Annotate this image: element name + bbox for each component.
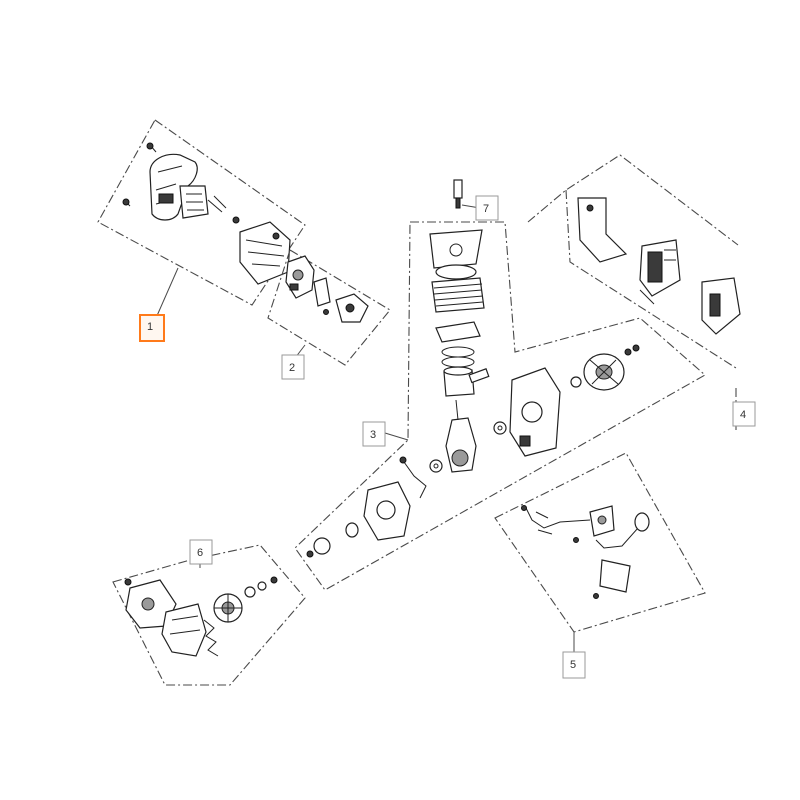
carburetor-part: [285, 255, 315, 299]
callout-box-1: [139, 314, 165, 342]
fuel-line-part: [639, 289, 655, 305]
callout-4[interactable]: 4: [732, 401, 756, 427]
fuel-tank-part: [639, 239, 681, 297]
bolt-part: [323, 309, 329, 315]
flywheel-part: [583, 353, 625, 391]
piston-pin-part: [468, 368, 490, 384]
piston-ring-part: [441, 346, 475, 368]
crankshaft-part: [445, 399, 477, 473]
wire-harness-part: [521, 505, 591, 535]
callout-label-1: 1: [147, 321, 153, 333]
callout-box-2: [281, 354, 305, 380]
callout-box-6: [189, 539, 213, 565]
piston-part: [443, 366, 475, 397]
part-group-4[interactable]: [527, 154, 741, 430]
spring-part: [203, 619, 219, 657]
callout-label-2: 2: [289, 362, 295, 374]
part-group-2[interactable]: [267, 249, 391, 366]
air-filter-cover-part: [149, 153, 198, 221]
crankcase-half-part: [509, 367, 561, 457]
callout-label-6: 6: [197, 547, 203, 559]
seal-part: [306, 522, 359, 558]
part-group-1[interactable]: [97, 119, 306, 319]
screw-part: [573, 537, 579, 543]
cylinder-gasket-part: [435, 321, 481, 343]
ignition-coil-part: [399, 456, 427, 499]
callout-box-7: [475, 195, 499, 221]
clutch-drum-part: [213, 593, 243, 623]
carburetor-gasket-part: [313, 277, 331, 307]
cylinder-cover-part: [429, 229, 483, 269]
callout-label-4: 4: [740, 409, 746, 421]
callout-label-7: 7: [483, 203, 489, 215]
callout-2[interactable]: 2: [281, 354, 305, 380]
washer-part: [244, 576, 278, 598]
callout-1[interactable]: 1: [139, 314, 165, 342]
cover-plate-part: [599, 559, 631, 593]
fuel-cap-part: [701, 277, 741, 335]
callout-label-5: 5: [570, 659, 576, 671]
clutch-cover-part: [161, 603, 207, 657]
callout-box-4: [732, 401, 756, 427]
part-group-6[interactable]: [112, 544, 306, 686]
cylinder-part: [431, 264, 485, 313]
callout-6[interactable]: 6: [189, 539, 213, 565]
callout-7[interactable]: 7: [475, 195, 499, 221]
bearing-part: [429, 421, 507, 473]
throttle-cable-part: [595, 512, 650, 549]
washer-part: [570, 344, 640, 388]
callout-label-3: 3: [370, 429, 376, 441]
crankcase-other-half-part: [363, 481, 411, 541]
screw-part: [122, 142, 240, 224]
heat-shield-part: [577, 197, 628, 263]
callout-3[interactable]: 3: [362, 421, 386, 447]
callout-box-5: [562, 651, 586, 679]
switch-part: [589, 505, 615, 537]
filter-element-part: [179, 185, 209, 219]
part-group-3[interactable]: [294, 179, 706, 591]
callout-box-3: [362, 421, 386, 447]
callout-5[interactable]: 5: [562, 651, 586, 679]
part-group-5[interactable]: [494, 452, 706, 655]
screw-part: [593, 593, 599, 599]
insulator-part: [335, 293, 369, 323]
